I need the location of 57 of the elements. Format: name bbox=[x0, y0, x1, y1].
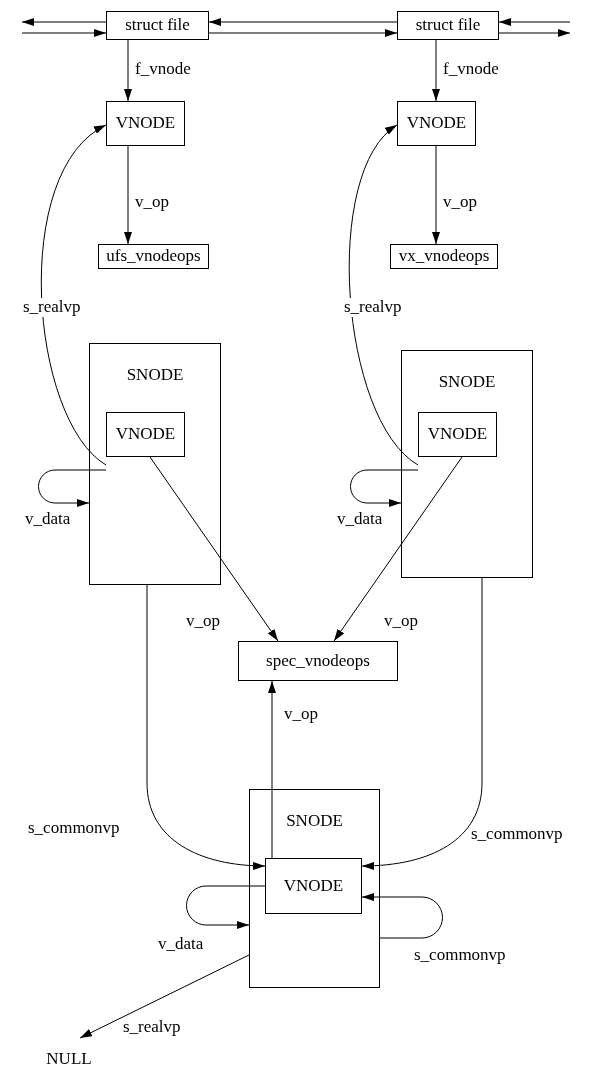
box-label: VNODE bbox=[406, 114, 467, 133]
arrow bbox=[208, 29, 398, 37]
box-label: VNODE bbox=[427, 425, 488, 444]
edge-label: s_realvp bbox=[343, 298, 403, 317]
box-label: vx_vnodeops bbox=[398, 247, 490, 266]
arrow bbox=[21, 29, 107, 37]
box-label: SNODE bbox=[438, 373, 496, 392]
record-box bbox=[397, 101, 476, 146]
arrow bbox=[79, 954, 250, 1039]
arrow bbox=[186, 885, 266, 929]
record-box bbox=[106, 11, 209, 40]
box-label: ufs_vnodeops bbox=[106, 247, 201, 266]
null-text: NULL bbox=[36, 1049, 102, 1069]
box-label: VNODE bbox=[283, 876, 344, 896]
box-label: SNODE bbox=[286, 812, 343, 831]
box-label: VNODE bbox=[115, 114, 176, 133]
arrow bbox=[149, 456, 279, 642]
edge-label: s_realvp bbox=[22, 298, 82, 317]
record-box bbox=[418, 412, 497, 457]
edge-label: v_data bbox=[157, 935, 205, 954]
record-box bbox=[397, 11, 499, 40]
edge-label: v_data bbox=[24, 510, 72, 529]
arrow bbox=[124, 39, 132, 102]
record-box bbox=[106, 412, 185, 457]
record-box bbox=[401, 350, 533, 578]
record-box bbox=[106, 101, 185, 146]
record-box bbox=[265, 858, 362, 914]
edge-label: s_realvp bbox=[122, 1018, 182, 1037]
arrow bbox=[146, 584, 266, 870]
arrow bbox=[38, 469, 107, 507]
arrow bbox=[350, 469, 419, 507]
arrow bbox=[333, 456, 463, 642]
arrow bbox=[268, 680, 276, 859]
edge-label: f_vnode bbox=[134, 60, 192, 79]
arrow bbox=[348, 124, 419, 466]
arrow bbox=[498, 29, 571, 37]
record-box bbox=[238, 641, 398, 681]
record-box bbox=[249, 789, 380, 988]
box-label: struct file bbox=[125, 16, 190, 35]
edge-label: f_vnode bbox=[442, 60, 500, 79]
arrow bbox=[432, 145, 440, 245]
record-box bbox=[89, 343, 221, 585]
box-label: spec_vnodeops bbox=[266, 651, 370, 671]
arrow bbox=[498, 18, 571, 26]
box-label: SNODE bbox=[126, 366, 184, 385]
box-label: VNODE bbox=[115, 425, 176, 444]
arrow bbox=[361, 577, 483, 870]
arrow bbox=[41, 124, 107, 466]
record-box bbox=[390, 244, 498, 269]
edge-label: v_data bbox=[336, 510, 384, 529]
record-box bbox=[98, 244, 209, 269]
arrow bbox=[432, 39, 440, 102]
box-label: struct file bbox=[415, 16, 481, 35]
arrow bbox=[124, 145, 132, 245]
arrow bbox=[208, 18, 398, 26]
arrow bbox=[361, 893, 443, 939]
arrow bbox=[21, 18, 107, 26]
